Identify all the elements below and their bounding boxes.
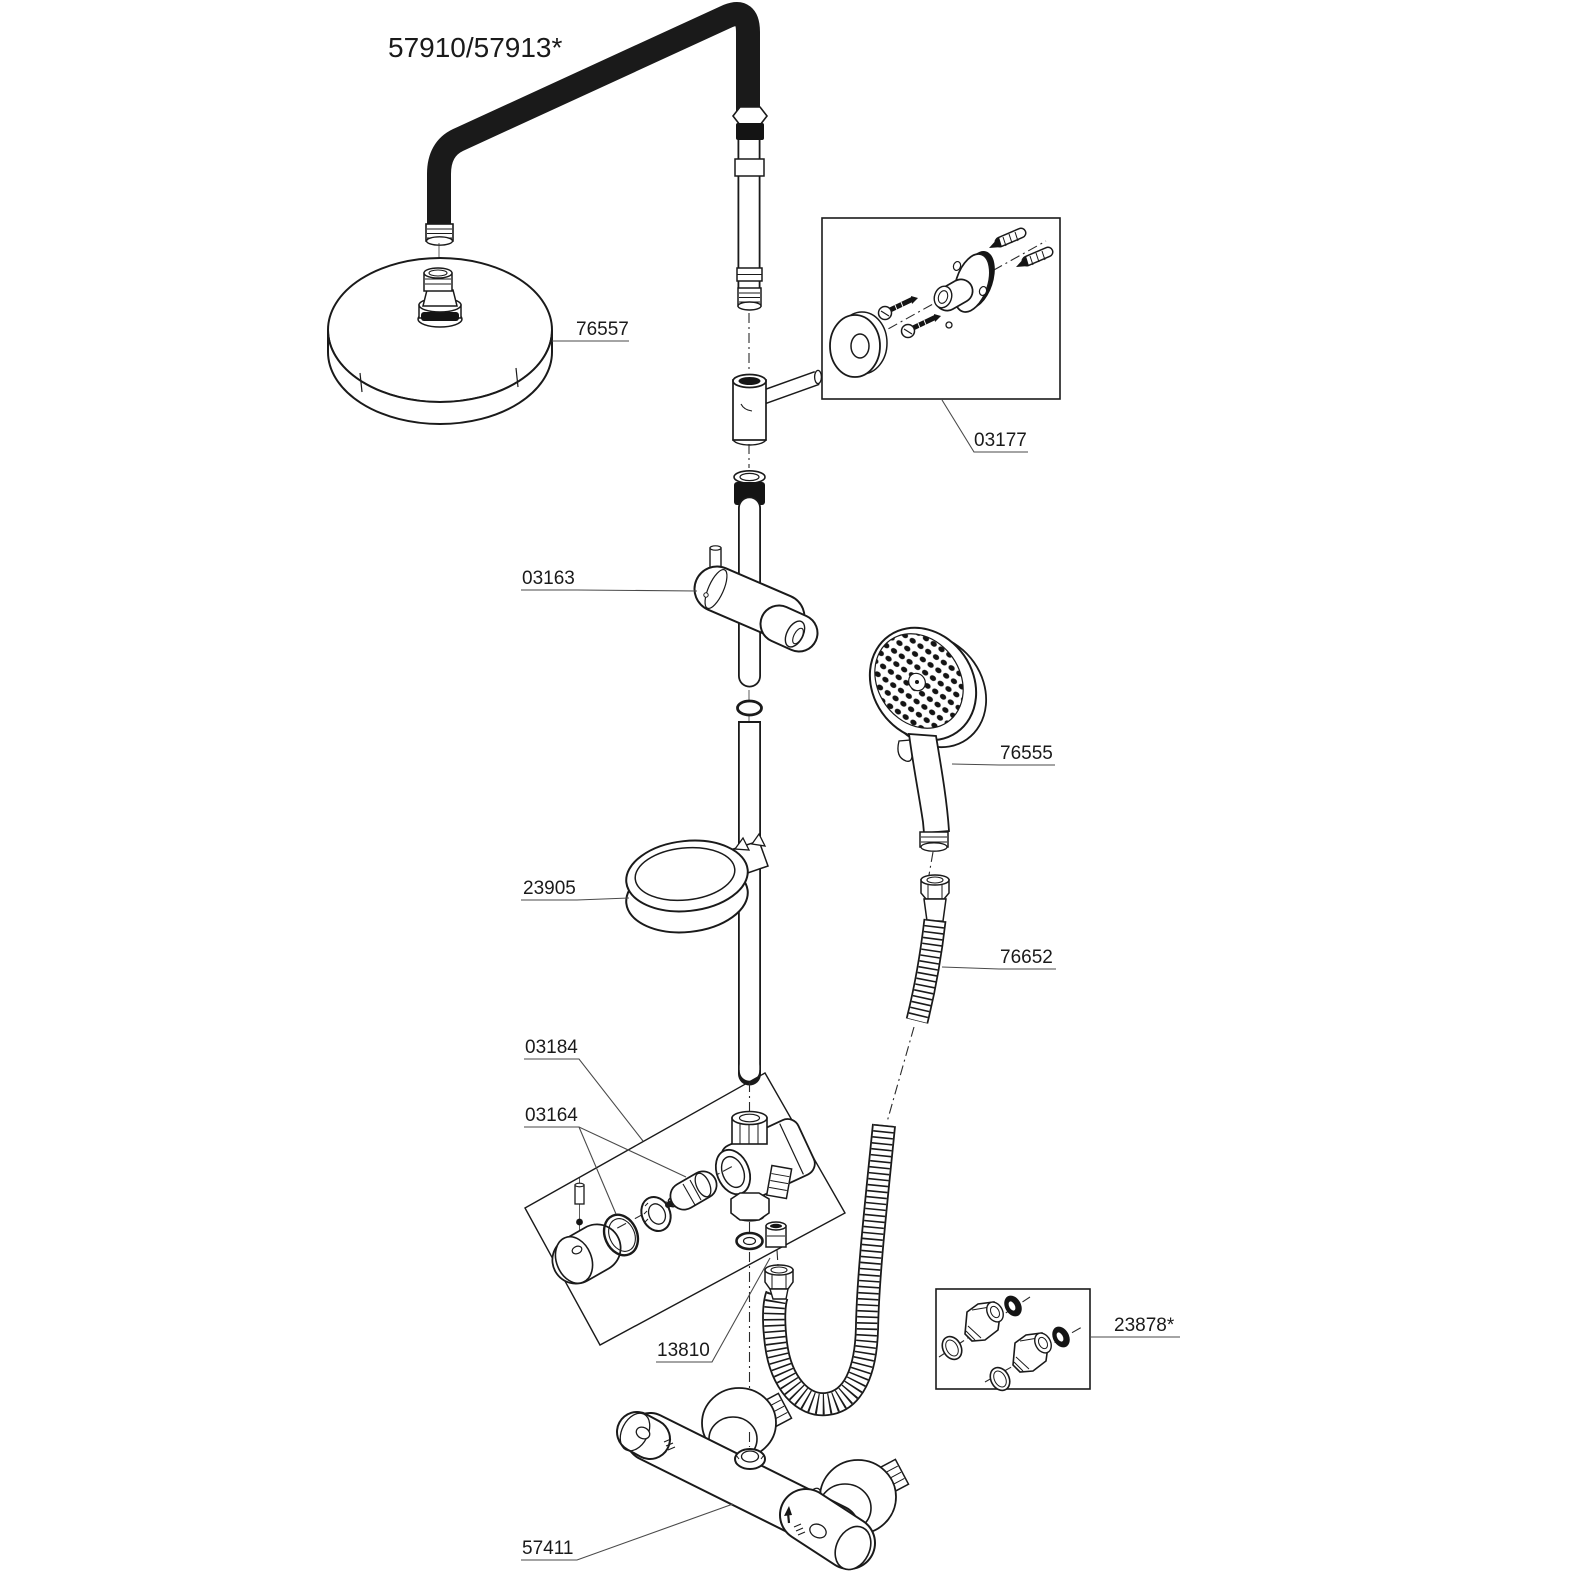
mixer-temp-knob xyxy=(779,1487,876,1571)
riser-collar-nut xyxy=(733,469,766,505)
hand-shower xyxy=(868,626,988,852)
outlet-washer xyxy=(735,1231,764,1251)
wall-bracket-kit xyxy=(821,217,1061,400)
escutcheon xyxy=(829,311,888,378)
part-label-hose-adapter: 13810 xyxy=(657,1340,710,1361)
part-label-hand-shower: 76555 xyxy=(1000,743,1053,764)
head-shower xyxy=(327,257,553,425)
head-shower-ball-joint xyxy=(417,267,463,328)
hose-adapter-nipple xyxy=(765,1221,787,1248)
thermostat-mixer xyxy=(616,1387,910,1571)
riser-threaded-end xyxy=(737,287,762,311)
diverter-ring-nut xyxy=(640,1196,672,1232)
wall-bracket-box xyxy=(821,217,1061,400)
mounting-screw xyxy=(877,296,918,321)
part-label-wall-bracket: 03177 xyxy=(974,430,1027,451)
wall-anchor xyxy=(1016,246,1054,267)
diverter-knob xyxy=(551,1223,622,1285)
part-label-union-fittings: 23878* xyxy=(1114,1315,1175,1336)
part-label-diverter-cartridge: 03164 xyxy=(525,1105,578,1126)
riser-tee-connector xyxy=(732,369,823,446)
hand-shower-handle xyxy=(907,733,950,834)
part-label-thermostat-mixer: 57411 xyxy=(522,1538,573,1559)
mixer-left-cap xyxy=(616,1411,671,1460)
riser-gasket-ring xyxy=(736,690,763,722)
part-label-diverter-body: 03184 xyxy=(525,1037,578,1058)
riser-black-collar xyxy=(736,123,764,140)
diverter-pin xyxy=(574,1182,585,1226)
riser-hex-nut xyxy=(731,106,769,126)
arm-thread-collar xyxy=(425,223,454,271)
labels-layer: 57910/57913* 76557 03177 03163 76555 239… xyxy=(388,32,1180,1561)
page-title: 57910/57913* xyxy=(388,32,563,63)
diverter-oring xyxy=(602,1213,640,1257)
soap-dish xyxy=(625,832,769,934)
union-fittings-box xyxy=(935,1288,1091,1390)
diverter-outlet-stub xyxy=(765,1164,793,1200)
slide-holder-cup xyxy=(759,604,819,653)
hose-nut-bottom xyxy=(764,1264,794,1300)
head-shower-rim xyxy=(327,329,553,425)
mounting-screw xyxy=(900,314,941,339)
diverter-assembly xyxy=(524,1072,846,1346)
wall-anchor xyxy=(989,227,1027,248)
shower-arm xyxy=(425,2,760,271)
diverter-box xyxy=(524,1072,846,1346)
riser-sleeve xyxy=(734,158,765,177)
wall-union xyxy=(933,251,995,329)
diverter-cartridge-part xyxy=(665,1170,718,1211)
part-label-shower-hose: 76652 xyxy=(1000,947,1053,968)
handle-thread-collar xyxy=(919,831,949,852)
hose-nut-top xyxy=(920,874,950,922)
temp-arrow-mark xyxy=(784,1506,792,1516)
part-label-soap-dish: 23905 xyxy=(523,878,576,899)
slide-holder xyxy=(693,545,819,653)
diverter-bottom-nut xyxy=(730,1192,770,1222)
mixer-outlet xyxy=(734,1432,766,1470)
diverter-top-nut xyxy=(731,1110,768,1145)
part-label-slide-holder: 03163 xyxy=(522,568,575,589)
shower-hose xyxy=(762,851,950,1417)
union-fitting xyxy=(941,1295,1022,1361)
union-fittings-kit xyxy=(935,1288,1091,1395)
part-label-head-shower: 76557 xyxy=(576,319,629,340)
